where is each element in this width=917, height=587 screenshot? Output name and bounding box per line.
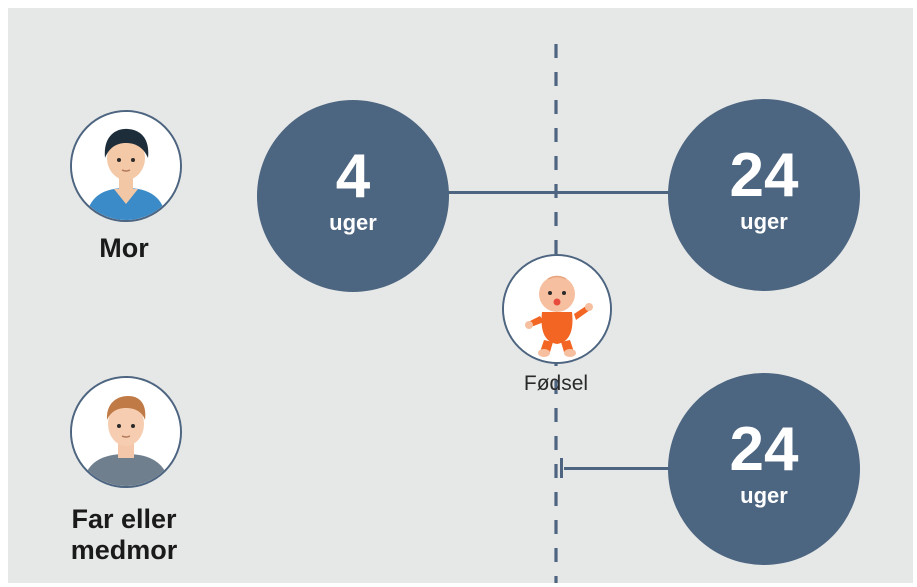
weeks-number: 24	[729, 141, 799, 210]
weeks-unit: uger	[329, 210, 377, 235]
mother-leave-connector	[408, 191, 708, 194]
mother-label: Mor	[99, 233, 149, 263]
birth-timeline-divider	[554, 44, 558, 583]
partner-label: Far eller medmor	[70, 504, 178, 565]
mother-before-birth-bubble: 4 uger	[257, 100, 449, 292]
weeks-number: 4	[335, 142, 371, 211]
mother-after-birth-bubble: 24 uger	[668, 99, 860, 291]
weeks-unit: uger	[740, 483, 788, 508]
parental-leave-diagram: Mor Far eller medmor 4 uger 24 uger 24 u…	[8, 8, 913, 583]
mother-avatar-icon	[70, 110, 182, 222]
baby-icon	[502, 254, 612, 364]
partner-leave-connector	[564, 467, 724, 470]
weeks-unit: uger	[740, 209, 788, 234]
father-avatar-icon	[70, 376, 182, 488]
partner-after-birth-bubble: 24 uger	[668, 373, 860, 565]
birth-label: Fødsel	[523, 372, 589, 395]
weeks-number: 24	[729, 415, 799, 484]
partner-leave-start-tick	[560, 458, 563, 478]
